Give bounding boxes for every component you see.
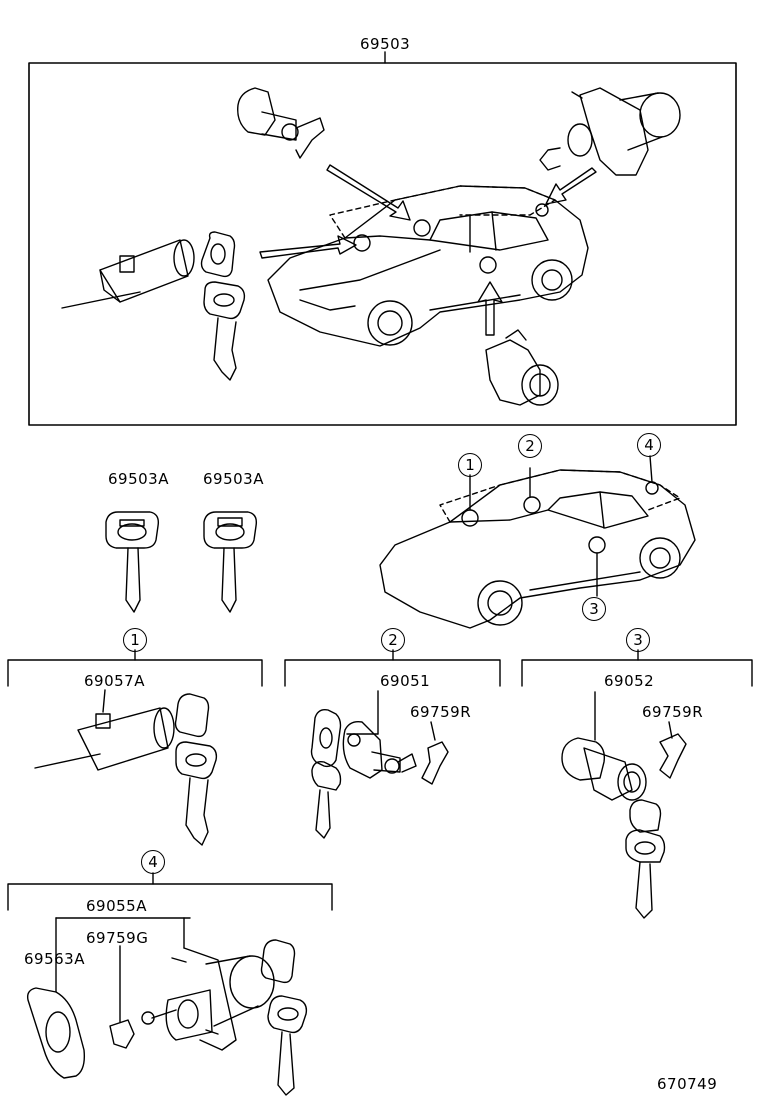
- group-4-marker: 4: [141, 850, 165, 874]
- location-marker-3: 3: [582, 597, 606, 621]
- part-number-69759G: 69759G: [86, 929, 149, 947]
- location-marker-2: 2: [518, 434, 542, 458]
- group-brackets: [7, 649, 753, 911]
- part-number-69057A: 69057A: [84, 672, 145, 690]
- part-number-69759R-g2: 69759R: [410, 703, 472, 721]
- group-2-marker: 2: [381, 628, 405, 652]
- location-arrows: [259, 164, 597, 336]
- key-right: [203, 511, 258, 613]
- group-1-marker: 1: [123, 628, 147, 652]
- part-number-69563A: 69563A: [24, 950, 85, 968]
- main-assembly-part-number: 69503: [360, 35, 411, 53]
- part-number-69759R-g3: 69759R: [642, 703, 704, 721]
- group3-door-lock: [561, 691, 687, 919]
- top-door-lock-bottom: [485, 329, 559, 406]
- location-marker-4: 4: [637, 433, 661, 457]
- locator-car-drawing: [379, 455, 696, 629]
- top-door-lock-left: [237, 87, 325, 159]
- key-part-number-left: 69503A: [108, 470, 169, 488]
- group-3-marker: 3: [626, 628, 650, 652]
- part-number-69052: 69052: [604, 672, 655, 690]
- top-trunk-lock: [539, 87, 681, 176]
- top-ignition-lock: [61, 231, 246, 381]
- group1-ignition-lock: [34, 689, 218, 846]
- part-number-69051: 69051: [380, 672, 431, 690]
- assembly-frame: [28, 51, 737, 426]
- diagram-id: 670749: [657, 1075, 718, 1093]
- part-number-69055A: 69055A: [86, 897, 147, 915]
- group2-door-lock: [310, 690, 449, 839]
- key-left: [105, 511, 160, 613]
- key-part-number-right: 69503A: [203, 470, 264, 488]
- top-car-drawing: [267, 185, 589, 347]
- group4-trunk-lock: [26, 917, 308, 1096]
- location-marker-1: 1: [458, 453, 482, 477]
